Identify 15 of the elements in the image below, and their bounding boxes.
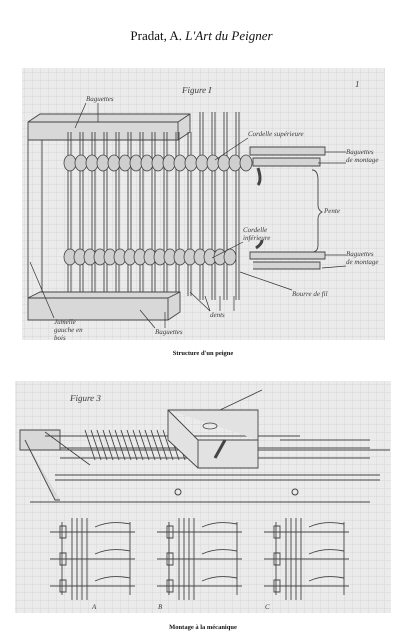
leader-line <box>204 296 210 312</box>
leader-line <box>240 272 292 290</box>
leader-line <box>190 292 210 312</box>
figure-heading: Figure 3 <box>70 394 101 402</box>
leader-line <box>212 242 244 258</box>
leader-line <box>164 312 166 328</box>
leader-line <box>324 254 346 256</box>
figure-heading: Figure I <box>182 86 212 94</box>
leader-line <box>74 102 86 128</box>
leader-line <box>322 266 346 268</box>
leader-line <box>318 162 346 164</box>
title: Pradat, A. L'Art du Peigner <box>129 28 274 44</box>
leader-line <box>140 310 156 328</box>
leader-line <box>214 138 248 160</box>
figure-number: 1 <box>355 80 360 88</box>
